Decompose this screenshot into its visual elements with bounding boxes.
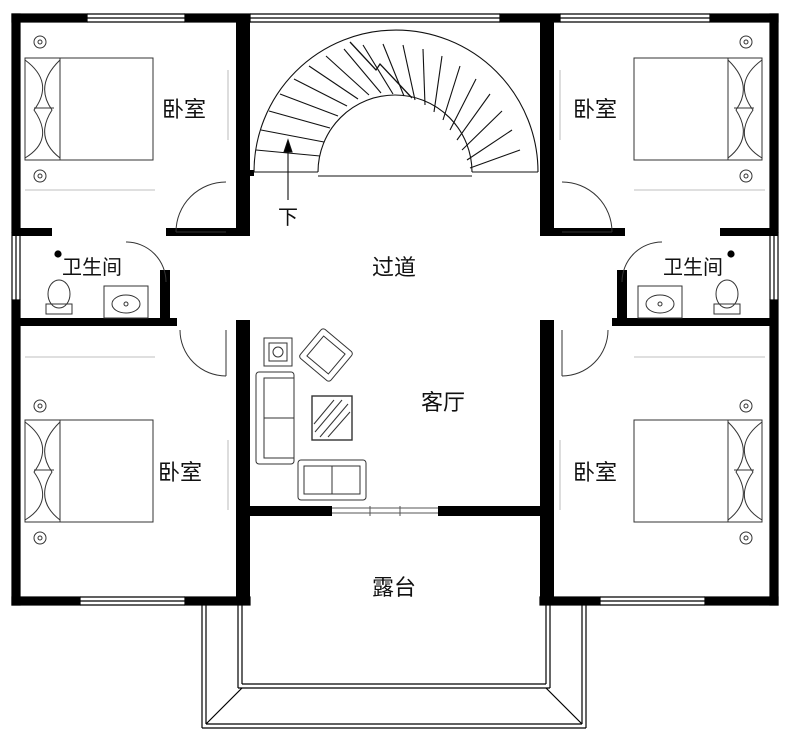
shower-head-right bbox=[727, 250, 735, 258]
toilet-right bbox=[713, 279, 741, 315]
label-bedroom-bottom-left: 卧室 bbox=[158, 461, 203, 486]
bed-bottom-right bbox=[633, 399, 763, 545]
spiral-staircase bbox=[253, 29, 539, 200]
bed-bottom-left bbox=[24, 399, 154, 545]
door-swings bbox=[125, 181, 663, 377]
label-bedroom-top-left: 卧室 bbox=[162, 98, 207, 123]
sink-right bbox=[637, 285, 683, 319]
label-living-room: 客厅 bbox=[421, 391, 466, 416]
exterior-walls bbox=[11, 13, 779, 606]
label-bathroom-right: 卫生间 bbox=[663, 255, 723, 279]
bed-top-left bbox=[24, 35, 154, 183]
label-bedroom-top-right: 卧室 bbox=[573, 98, 618, 123]
sink-left bbox=[103, 285, 149, 319]
living-room-furniture bbox=[255, 328, 367, 501]
terrace-outline bbox=[201, 590, 587, 729]
bedroom-closet-lines bbox=[25, 70, 765, 510]
label-corridor: 过道 bbox=[372, 256, 417, 281]
toilet-left bbox=[45, 279, 73, 315]
label-bathroom-left: 卫生间 bbox=[62, 255, 122, 279]
shower-head-left bbox=[54, 250, 62, 258]
label-terrace: 露台 bbox=[372, 576, 417, 601]
interior-walls bbox=[12, 22, 778, 605]
bed-top-right bbox=[633, 35, 763, 183]
label-bedroom-bottom-right: 卧室 bbox=[573, 461, 618, 486]
living-room-sliding-door bbox=[332, 506, 438, 516]
stair-down-label: 下 bbox=[278, 205, 298, 229]
